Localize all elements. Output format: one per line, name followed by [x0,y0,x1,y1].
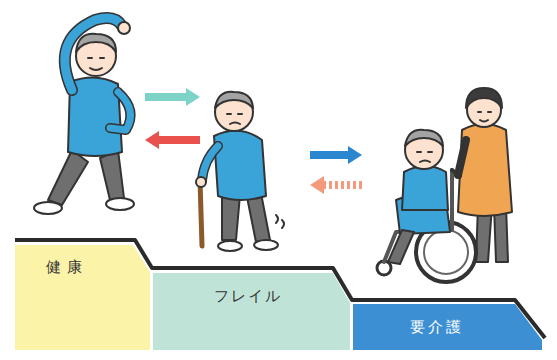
frailty-band [153,273,350,350]
healthy-elder [34,18,134,214]
stage-frailty: フレイル [200,10,310,350]
stage-care: 要介護 [362,10,545,350]
stage-label: フレイル [214,287,282,306]
step-outline [15,240,545,338]
stage-healthy: 健康 [15,10,145,350]
stage-label: 要介護 [410,318,464,337]
stage-label: 健康 [46,258,88,277]
care-band [353,304,542,350]
transition-arrow [145,93,186,101]
frail-elder [196,92,284,251]
transition-arrow [324,181,362,189]
care-scene [377,88,512,282]
transition-arrow [310,151,348,159]
transition-arrow [159,136,200,144]
healthy-band [15,245,150,350]
